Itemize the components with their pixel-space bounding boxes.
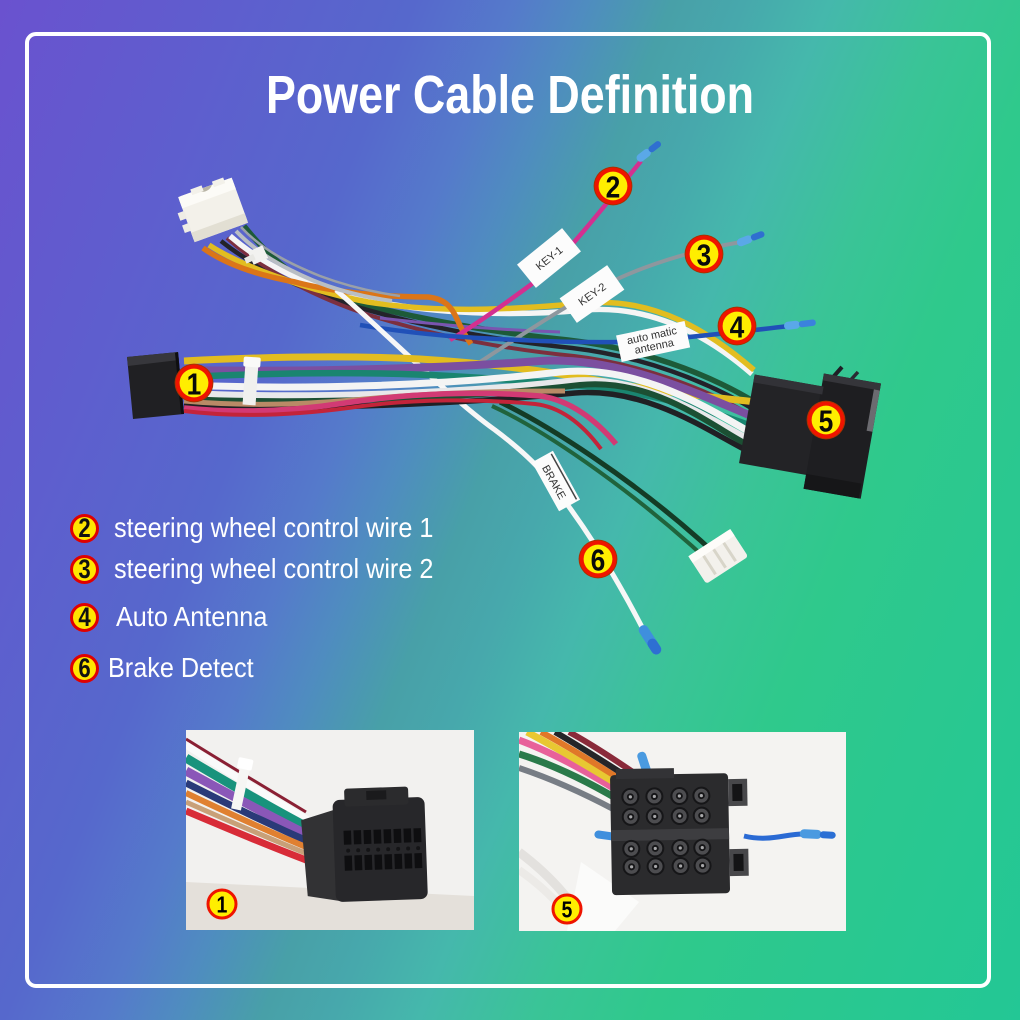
svg-text:5: 5 [562, 897, 573, 923]
svg-text:5: 5 [819, 405, 834, 439]
svg-text:4: 4 [730, 311, 745, 345]
svg-text:3: 3 [697, 239, 712, 273]
svg-text:1: 1 [187, 368, 202, 402]
svg-text:6: 6 [591, 544, 606, 578]
svg-text:2: 2 [606, 171, 621, 205]
svg-text:1: 1 [217, 892, 228, 918]
